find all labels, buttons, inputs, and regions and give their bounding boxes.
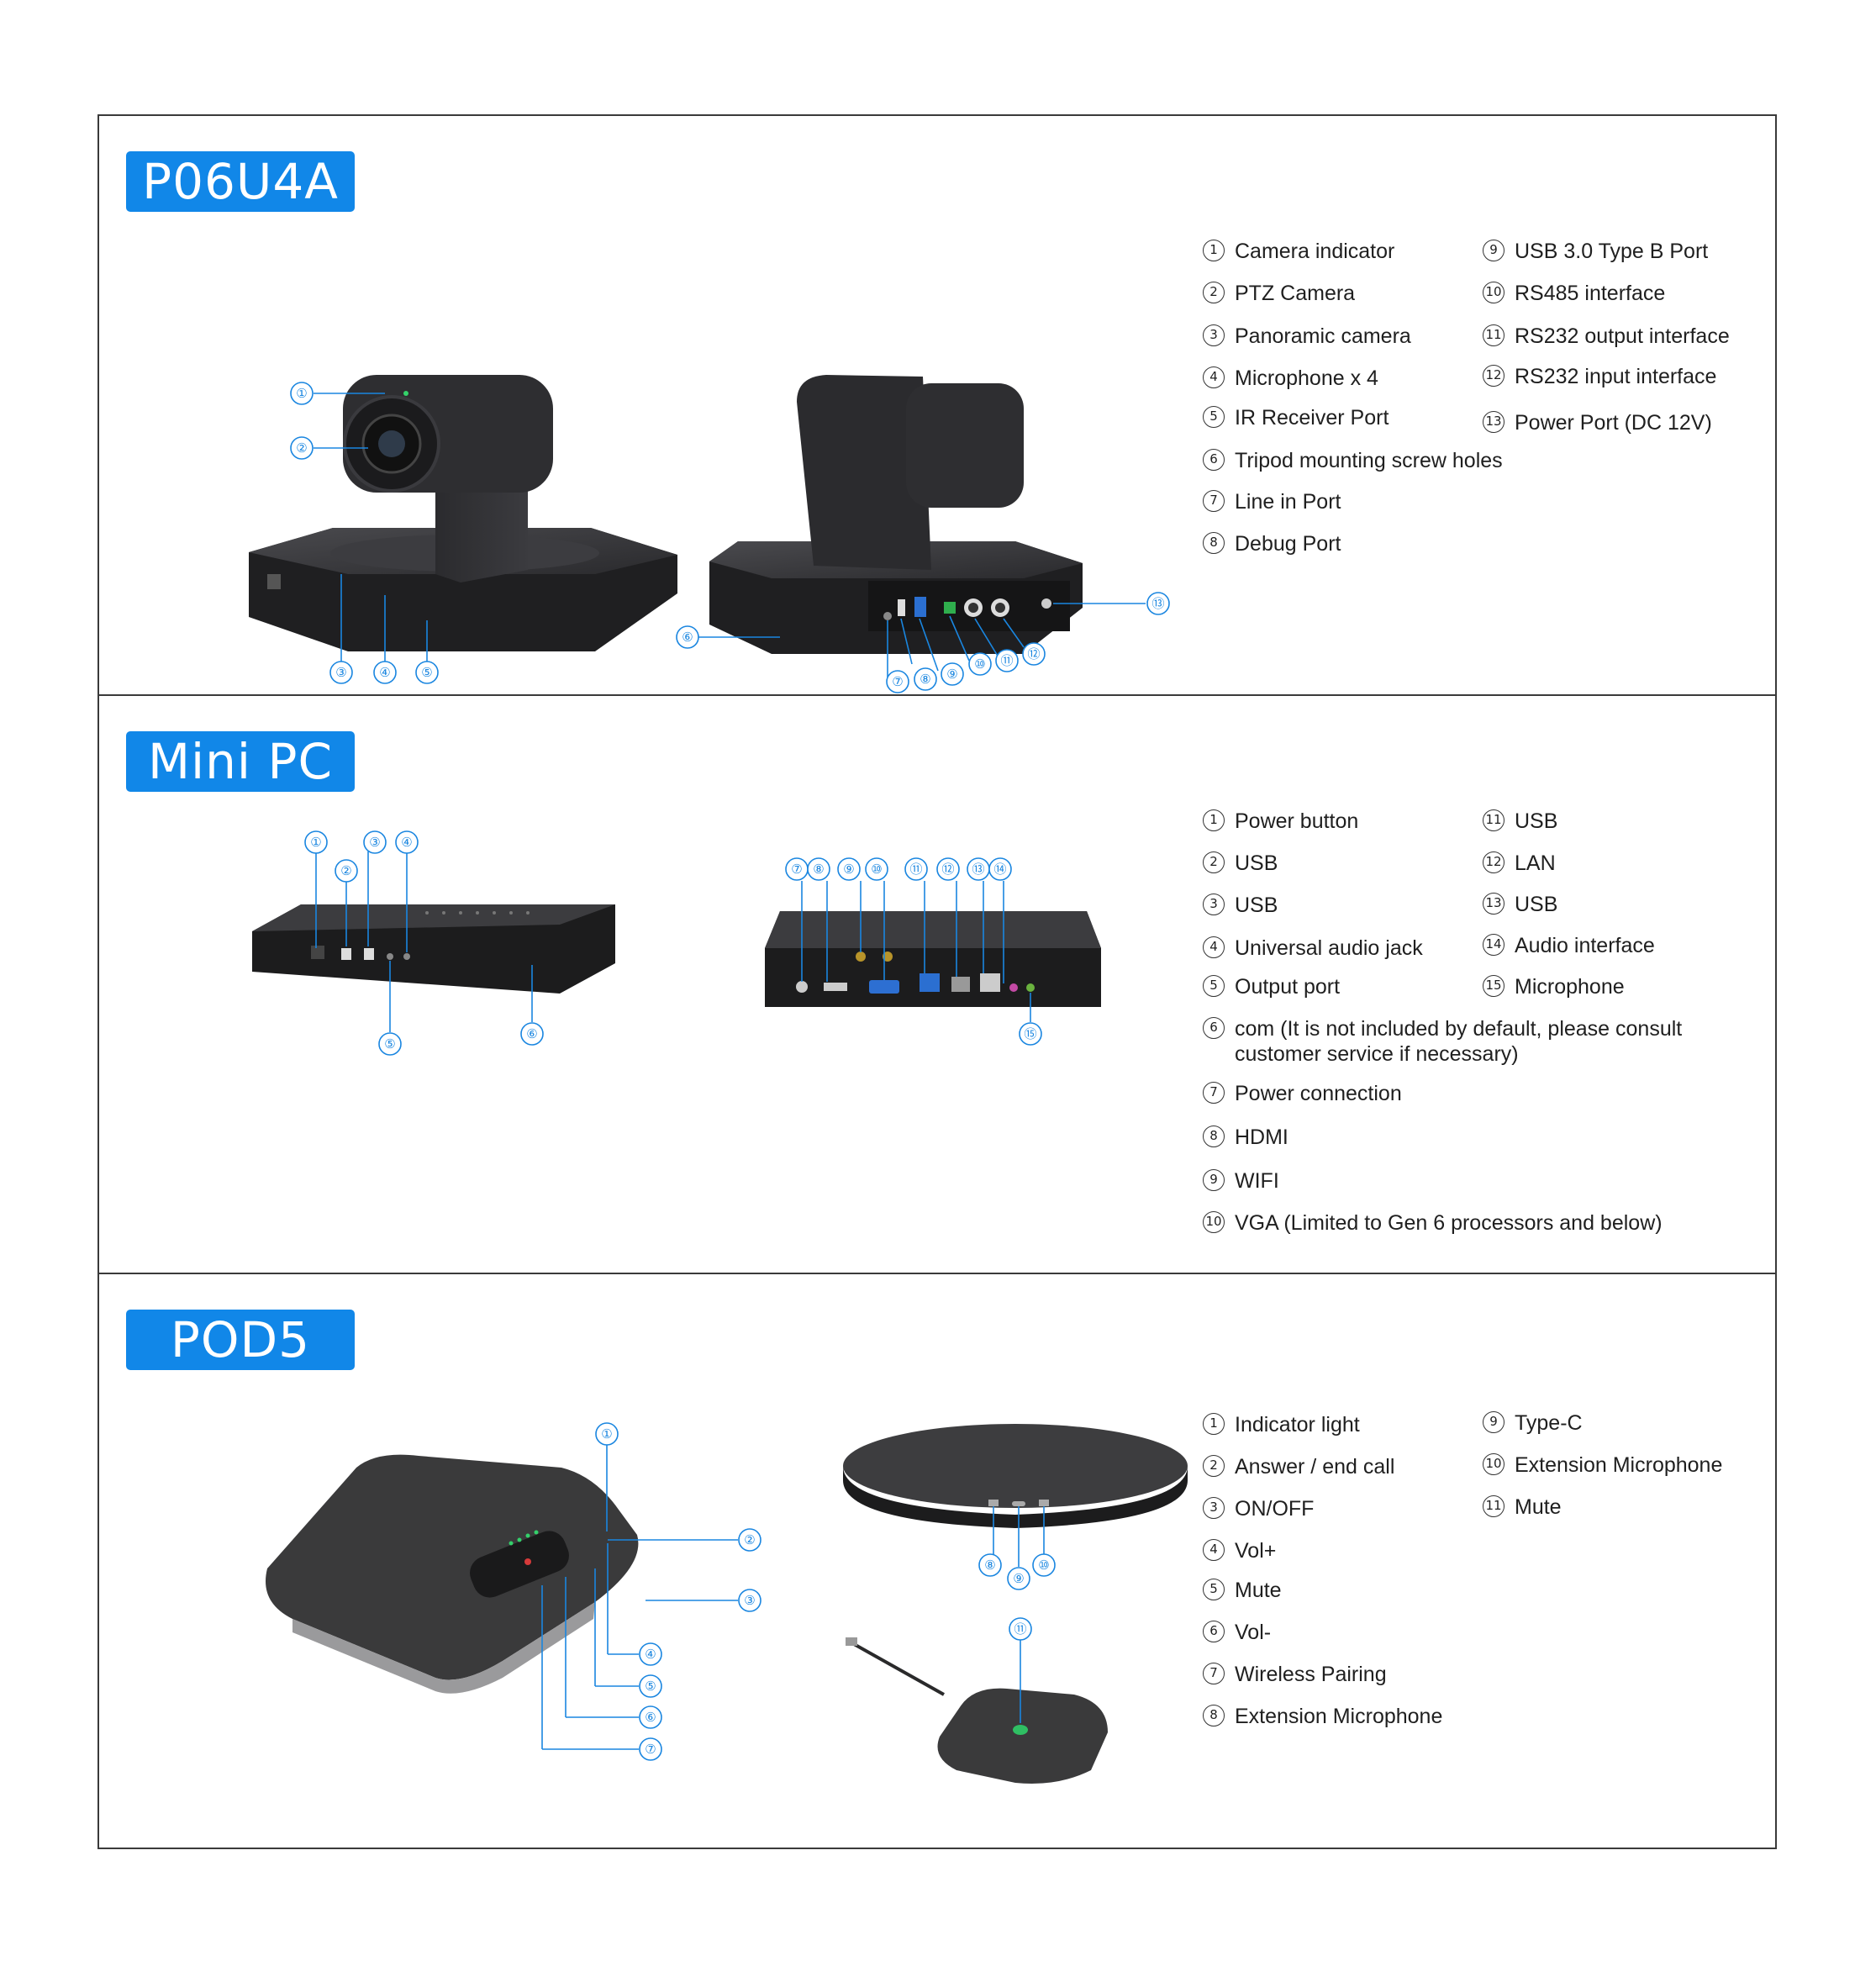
section-title: Mini PC bbox=[126, 731, 355, 792]
svg-text:⑩: ⑩ bbox=[871, 862, 882, 877]
svg-text:③: ③ bbox=[744, 1593, 755, 1608]
svg-text:⑪: ⑪ bbox=[1014, 1621, 1026, 1637]
svg-text:③: ③ bbox=[369, 835, 380, 850]
callout-3: ③ bbox=[329, 661, 353, 684]
svg-text:⑧: ⑧ bbox=[920, 672, 930, 687]
spec-sheet-frame: P06U4A bbox=[97, 114, 1777, 1849]
svg-text:⑫: ⑫ bbox=[1027, 646, 1040, 662]
svg-text:⑩: ⑩ bbox=[974, 656, 985, 672]
svg-text:⑨: ⑨ bbox=[946, 667, 957, 682]
svg-text:⑥: ⑥ bbox=[645, 1710, 656, 1725]
svg-text:⑥: ⑥ bbox=[682, 630, 693, 645]
callout-2: ② bbox=[290, 436, 314, 460]
callout-5: ⑤ bbox=[415, 661, 439, 684]
svg-text:②: ② bbox=[296, 440, 307, 456]
svg-text:⑦: ⑦ bbox=[791, 862, 802, 877]
svg-text:④: ④ bbox=[379, 665, 390, 680]
pod5-side-image: ⑧ ⑨ ⑩ ⑪ bbox=[738, 1400, 1242, 1821]
svg-text:⑧: ⑧ bbox=[813, 862, 824, 877]
svg-text:①: ① bbox=[296, 386, 307, 401]
svg-text:⑨: ⑨ bbox=[843, 862, 854, 877]
svg-text:⑤: ⑤ bbox=[384, 1036, 395, 1052]
camera-front-image: ① ② ③ ④ ⑤ bbox=[183, 242, 721, 713]
svg-text:①: ① bbox=[601, 1426, 612, 1442]
svg-text:⑭: ⑭ bbox=[993, 862, 1006, 877]
section-mini-pc: Mini PC ① ② ③ ④ bbox=[99, 694, 1775, 1273]
minipc-front-image: ① ② ③ ④ ⑤ ⑥ bbox=[242, 822, 746, 1175]
section-p06u4a: P06U4A bbox=[99, 116, 1775, 694]
svg-text:⑥: ⑥ bbox=[526, 1026, 537, 1041]
svg-text:②: ② bbox=[340, 863, 351, 878]
svg-text:⑧: ⑧ bbox=[984, 1558, 995, 1573]
svg-text:⑤: ⑤ bbox=[645, 1679, 656, 1694]
callout-1: ① bbox=[290, 382, 314, 405]
svg-text:⑬: ⑬ bbox=[972, 862, 984, 877]
callout-4: ④ bbox=[373, 661, 397, 684]
svg-text:⑦: ⑦ bbox=[892, 674, 903, 689]
svg-text:④: ④ bbox=[645, 1647, 656, 1662]
svg-text:①: ① bbox=[310, 835, 321, 850]
svg-text:⑦: ⑦ bbox=[645, 1742, 656, 1757]
svg-text:④: ④ bbox=[401, 835, 412, 850]
svg-text:⑩: ⑩ bbox=[1038, 1558, 1049, 1573]
svg-text:⑮: ⑮ bbox=[1024, 1026, 1036, 1041]
section-title: POD5 bbox=[126, 1310, 355, 1370]
section-pod5: POD5 ① ② ③ bbox=[99, 1273, 1775, 1851]
minipc-back-image: ⑦ ⑧ ⑨ ⑩ ⑪ ⑫ ⑬ ⑭ ⑮ bbox=[755, 822, 1225, 1175]
svg-text:⑤: ⑤ bbox=[421, 665, 432, 680]
section-title: P06U4A bbox=[126, 151, 355, 212]
svg-text:⑪: ⑪ bbox=[909, 862, 922, 877]
svg-text:②: ② bbox=[744, 1532, 755, 1547]
svg-text:⑨: ⑨ bbox=[1013, 1571, 1024, 1586]
pod5-main-image: ① ② ③ ④ ⑤ ⑥ ⑦ bbox=[242, 1417, 830, 1787]
svg-text:⑬: ⑬ bbox=[1151, 596, 1164, 611]
svg-text:⑫: ⑫ bbox=[941, 862, 954, 877]
svg-text:③: ③ bbox=[335, 665, 346, 680]
camera-back-image: ⑥ ⑦ ⑧ ⑨ ⑩ ⑪ ⑫ ⑬ bbox=[671, 242, 1259, 713]
svg-text:⑪: ⑪ bbox=[1000, 653, 1013, 668]
